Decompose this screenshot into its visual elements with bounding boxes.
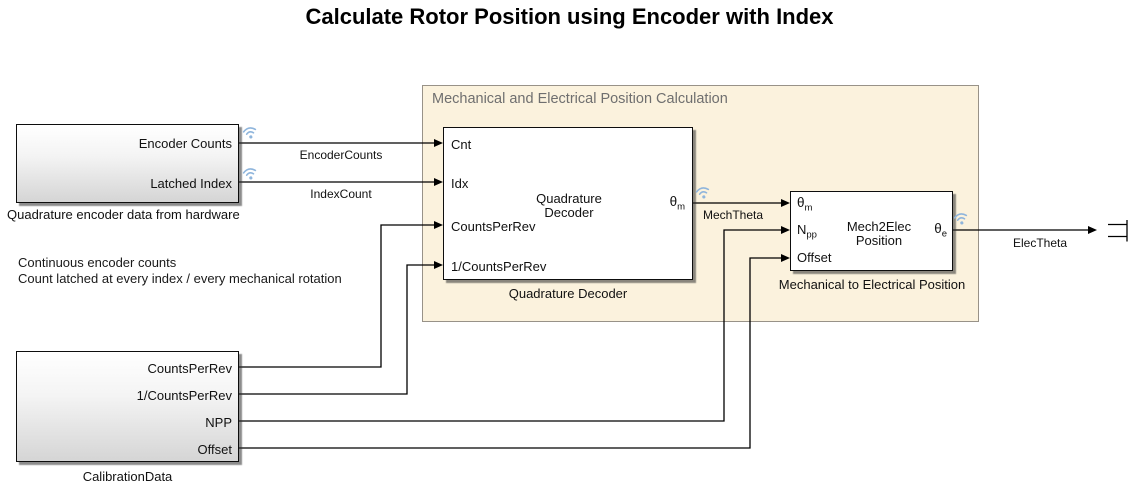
- wireless-signal-icon: [953, 213, 968, 225]
- input-idx: Idx: [451, 176, 469, 191]
- block-quadrature-decoder[interactable]: Cnt Idx CountsPerRev 1/CountsPerRev Quad…: [443, 127, 693, 280]
- input-theta-m: θm: [797, 195, 813, 214]
- annotation-line-1: Continuous encoder counts: [18, 255, 177, 270]
- mech2elec-caption: Mechanical to Electrical Position: [778, 277, 966, 292]
- wire-countsperrev[interactable]: [239, 221, 443, 368]
- diagram-title: Calculate Rotor Position using Encoder w…: [305, 4, 834, 29]
- calibration-block-caption: CalibrationData: [82, 469, 173, 484]
- subsystem-area-title: Mechanical and Electrical Position Calcu…: [432, 91, 728, 107]
- input-countsperrev: CountsPerRev: [451, 219, 536, 234]
- signal-label-mechtheta: MechTheta: [702, 208, 764, 222]
- wire-encoder-counts[interactable]: [239, 139, 443, 147]
- port-npp: NPP: [205, 415, 232, 430]
- input-inv-countsperrev: 1/CountsPerRev: [451, 259, 547, 274]
- quadrature-decoder-caption: Quadrature Decoder: [508, 286, 628, 301]
- output-theta-e: θe: [934, 221, 947, 240]
- wireless-signal-icon: [695, 187, 710, 199]
- signal-label-electheta: ElecTheta: [1012, 236, 1068, 250]
- quadrature-decoder-name: Quadrature Decoder: [536, 191, 602, 220]
- input-npp: Npp: [797, 222, 817, 241]
- mech2elec-name: Mech2Elec Position: [846, 219, 912, 248]
- wire-index-count[interactable]: [239, 178, 443, 186]
- output-theta-m: θm: [669, 194, 685, 213]
- block-hardware-source[interactable]: Encoder Counts Latched Index: [16, 124, 239, 203]
- port-offset: Offset: [197, 442, 232, 457]
- port-encoder-counts: Encoder Counts: [138, 136, 232, 151]
- port-latched-index: Latched Index: [150, 176, 232, 191]
- annotation-note: Continuous encoder counts Count latched …: [18, 255, 342, 287]
- wireless-signal-icon: [242, 127, 257, 139]
- annotation-line-2: Count latched at every index / every mec…: [18, 271, 342, 286]
- input-cnt: Cnt: [451, 137, 472, 152]
- block-mech2elec-position[interactable]: θm Npp Offset Mech2Elec Position θe: [790, 191, 953, 271]
- wireless-signal-icon: [242, 168, 257, 180]
- block-calibration-data[interactable]: CountsPerRev 1/CountsPerRev NPP Offset: [16, 351, 239, 462]
- input-offset: Offset: [797, 250, 832, 265]
- port-inv-countsperrev: 1/CountsPerRev: [136, 388, 232, 403]
- hardware-block-caption: Quadrature encoder data from hardware: [7, 207, 240, 222]
- port-countsperrev: CountsPerRev: [147, 361, 232, 376]
- signal-label-encodercounts: EncoderCounts: [299, 148, 383, 162]
- signal-label-indexcount: IndexCount: [310, 187, 372, 201]
